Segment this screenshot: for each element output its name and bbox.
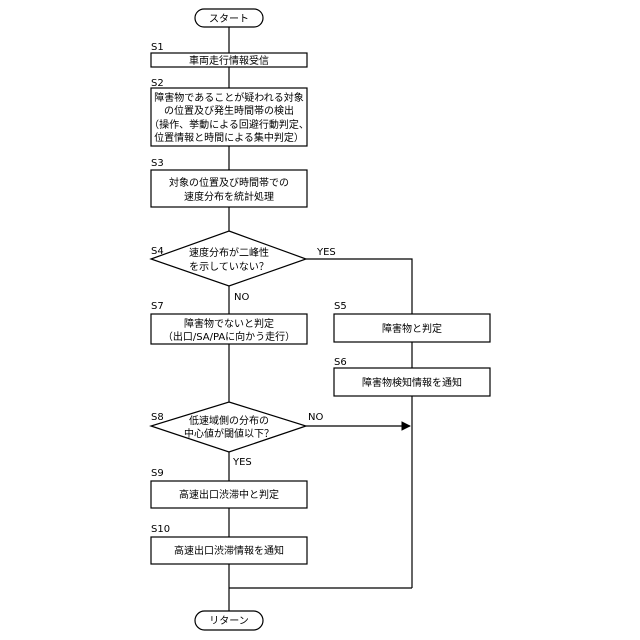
step-id-s2: S2 xyxy=(151,78,164,89)
decision-s8-line-2: 中心値が閾値以下？ xyxy=(184,427,274,440)
process-s2: 障害物であることが疑われる対象 の位置及び発生時間帯の検出 （操作、挙動による回… xyxy=(149,88,309,146)
process-s6: 障害物検知情報を通知 xyxy=(334,368,490,396)
process-s1-line-1: 車両走行情報受信 xyxy=(189,54,269,67)
process-s5: 障害物と判定 xyxy=(334,314,490,342)
step-id-s6: S6 xyxy=(334,357,347,368)
process-s3-line-2: 速度分布を統計処理 xyxy=(184,190,274,203)
process-s7-line-2: （出口/SA/PAに向かう走行） xyxy=(163,330,295,343)
process-s3: 対象の位置及び時間帯での 速度分布を統計処理 xyxy=(151,170,307,207)
process-s6-line-1: 障害物検知情報を通知 xyxy=(362,376,462,389)
start-terminator: スタート xyxy=(195,9,263,27)
decision-s4: 速度分布が二峰性 を示していない？ xyxy=(151,231,306,286)
step-id-s1: S1 xyxy=(151,42,164,53)
edge-label-s8-no: NO xyxy=(308,412,323,423)
process-s9: 高速出口渋滞中と判定 xyxy=(151,481,307,508)
process-s7: 障害物でないと判定 （出口/SA/PAに向かう走行） xyxy=(151,314,307,344)
process-s7-line-1: 障害物でないと判定 xyxy=(184,317,274,330)
process-s9-line-1: 高速出口渋滞中と判定 xyxy=(179,488,279,501)
decision-s8: 低速域側の分布の 中心値が閾値以下？ xyxy=(151,402,306,452)
process-s1: 車両走行情報受信 xyxy=(151,53,307,67)
process-s2-line-2: の位置及び発生時間帯の検出 xyxy=(164,104,294,117)
process-s10-line-1: 高速出口渋滞情報を通知 xyxy=(174,544,284,557)
step-id-s8: S8 xyxy=(151,412,164,423)
decision-s4-line-1: 速度分布が二峰性 xyxy=(189,246,269,259)
step-id-s10: S10 xyxy=(151,524,170,535)
process-s2-line-1: 障害物であることが疑われる対象 xyxy=(154,91,303,104)
process-s2-line-3: （操作、挙動による回避行動判定、 xyxy=(149,118,309,131)
step-id-s5: S5 xyxy=(334,301,347,312)
step-id-s7: S7 xyxy=(151,301,164,312)
edge-label-s8-yes: YES xyxy=(232,457,252,468)
step-id-s3: S3 xyxy=(151,158,164,169)
decision-s4-line-2: を示していない？ xyxy=(189,261,269,273)
edge-label-s4-yes: YES xyxy=(316,247,336,258)
process-s5-line-1: 障害物と判定 xyxy=(382,322,442,335)
return-terminator: リターン xyxy=(195,611,263,630)
start-label: スタート xyxy=(209,13,249,25)
return-label: リターン xyxy=(209,615,249,627)
process-s3-line-1: 対象の位置及び時間帯での xyxy=(169,176,289,189)
edge-s4-yes xyxy=(306,259,412,314)
decision-s8-line-1: 低速域側の分布の xyxy=(189,414,269,427)
process-s2-line-4: 位置情報と時間による集中判定） xyxy=(154,131,304,144)
edge-label-s4-no: NO xyxy=(234,292,249,303)
step-id-s9: S9 xyxy=(151,468,164,479)
process-s10: 高速出口渋滞情報を通知 xyxy=(151,537,307,564)
